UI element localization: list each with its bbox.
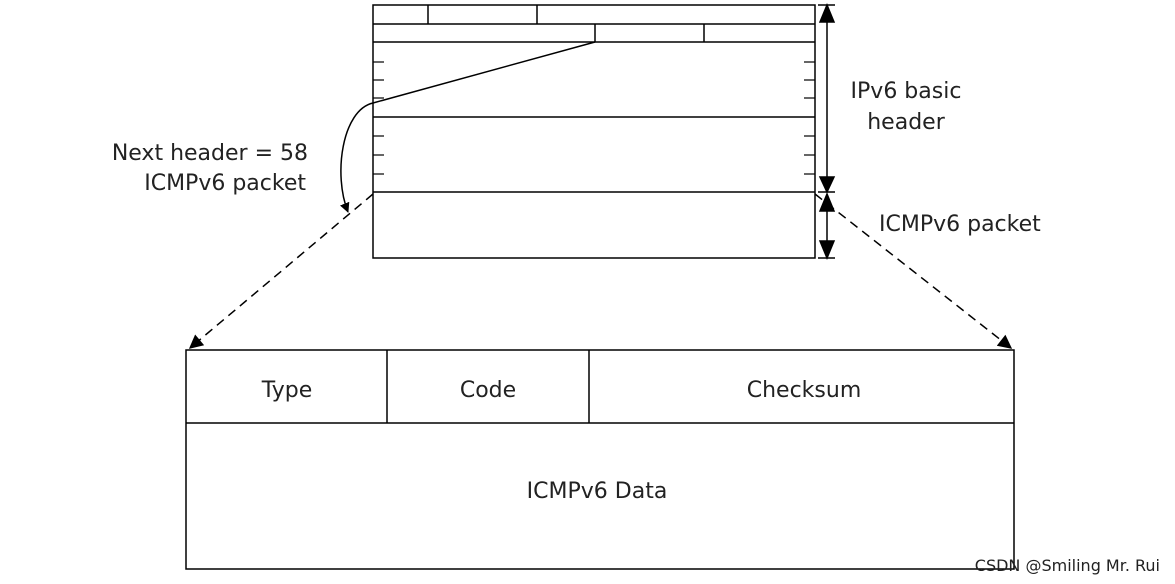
ipv6-packet [372, 4, 816, 259]
expand-arrow-left [188, 193, 374, 349]
field-code-label: Code [460, 378, 516, 403]
icmpv6-packet-label: ICMPv6 packet [879, 212, 1041, 237]
source-address-ticks [373, 61, 815, 99]
icmpv6-packet-outline [185, 349, 1015, 570]
icmpv6-data-label: ICMPv6 Data [527, 479, 668, 504]
field-checksum-label: Checksum [747, 378, 862, 403]
next-header-label-line1: Next header = 58 [112, 141, 308, 166]
ipv6-basic-header-label-line1: IPv6 basic [851, 79, 962, 104]
next-header-label-line2: ICMPv6 packet [144, 171, 306, 196]
ipv6-basic-header-span [818, 3, 836, 194]
expand-arrow-right [814, 193, 1013, 349]
next-header-pointer [372, 41, 596, 104]
ipv6-basic-header-label-line2: header [867, 110, 945, 135]
icmpv6-packet-span [818, 192, 836, 260]
field-type-label: Type [261, 378, 313, 403]
icmpv6-packet-detail [185, 349, 1015, 570]
ipv6-packet-outline [372, 4, 816, 259]
watermark: CSDN @Smiling Mr. Rui [975, 556, 1160, 575]
destination-address-ticks [373, 135, 815, 175]
next-header-curve-arrow [339, 102, 374, 213]
